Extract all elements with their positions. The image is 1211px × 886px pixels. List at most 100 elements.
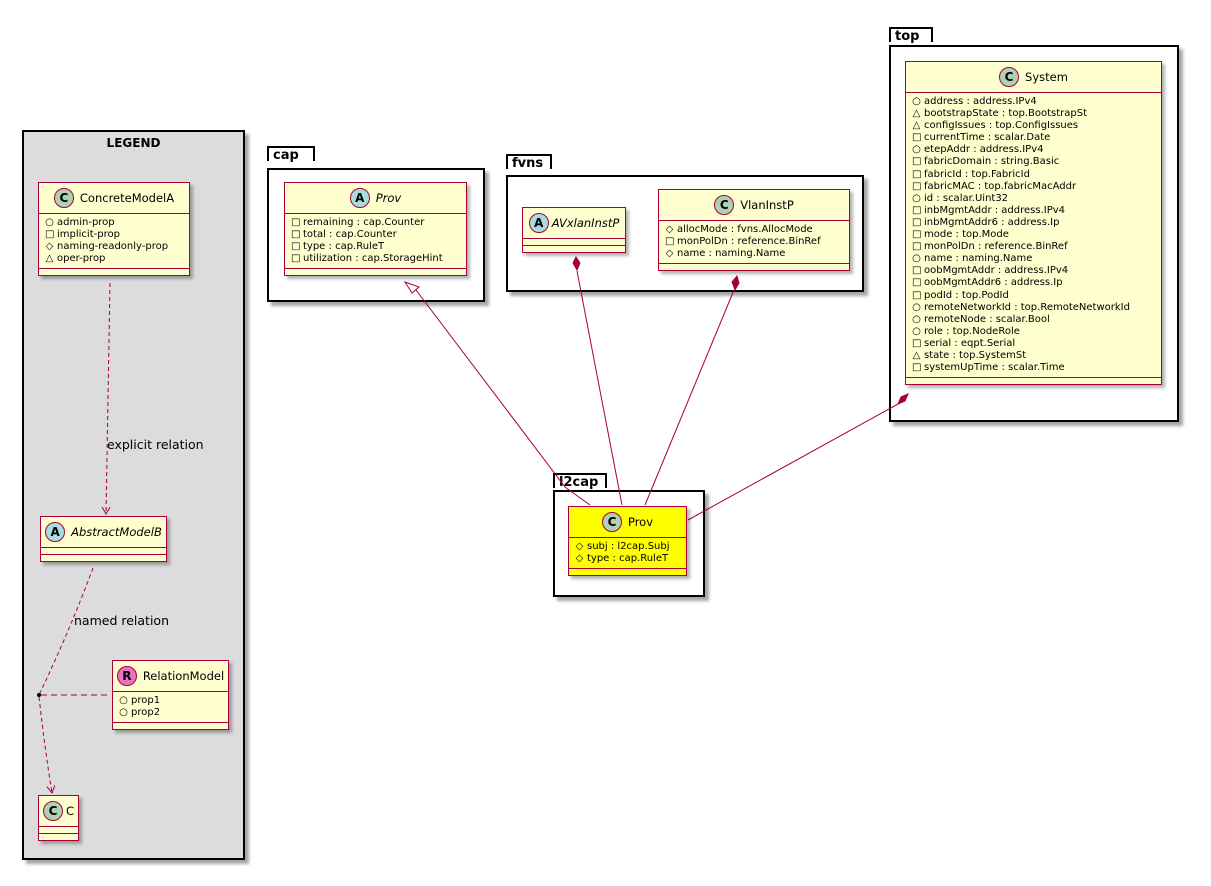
class-attribute: □podId : top.PodId: [912, 290, 1157, 302]
class-methods: [569, 569, 686, 575]
private-icon: □: [912, 216, 922, 228]
protected-icon: ◇: [665, 224, 674, 235]
class-top-system[interactable]: C System ○address : address.IPv4△bootstr…: [905, 61, 1162, 386]
attribute-text: naming-readonly-prop: [57, 241, 169, 253]
class-attributes: [41, 548, 166, 555]
attribute-text: allocMode : fvns.AllocMode: [677, 224, 813, 235]
class-badge-icon: C: [714, 195, 735, 215]
class-header: C C: [39, 796, 78, 827]
relation-label-named: named relation: [74, 613, 169, 628]
class-abstract-model-b[interactable]: A AbstractModelB: [40, 516, 167, 562]
class-attribute: △bootstrapState : top.BootstrapSt: [912, 108, 1157, 120]
class-attribute: □type : cap.RuleT: [291, 241, 462, 253]
class-attribute: □oobMgmtAddr : address.IPv4: [912, 265, 1157, 277]
public-icon: ○: [119, 707, 128, 719]
class-avxlan-inst-p[interactable]: A AVxlanInstP: [522, 207, 626, 253]
class-attribute: ◇naming-readonly-prop: [45, 241, 185, 253]
class-methods: [285, 269, 466, 275]
edge-composition-avxlan: [576, 270, 623, 506]
attribute-text: utilization : cap.StorageHint: [303, 253, 443, 265]
class-name: RelationModel: [142, 669, 225, 683]
attribute-text: remoteNetworkId : top.RemoteNetworkId: [924, 301, 1130, 313]
class-attribute: ◇name : naming.Name: [665, 248, 845, 260]
class-cap-prov[interactable]: A Prov □remaining : cap.Counter□total : …: [284, 182, 467, 277]
protected-icon: ◇: [665, 248, 674, 260]
class-attribute: ◇allocMode : fvns.AllocMode: [665, 224, 845, 236]
attribute-text: currentTime : scalar.Date: [924, 132, 1051, 144]
attribute-text: monPolDn : reference.BinRef: [924, 241, 1068, 253]
public-icon: ○: [912, 253, 921, 265]
class-badge-icon: R: [116, 666, 137, 686]
attribute-text: remaining : cap.Counter: [303, 217, 425, 228]
class-attribute: □mode : top.Mode: [912, 229, 1157, 241]
class-concrete-model-a[interactable]: C ConcreteModelA ○admin-prop□implicit-pr…: [38, 182, 190, 277]
class-header: C ConcreteModelA: [39, 183, 189, 214]
class-methods: [39, 834, 78, 840]
attribute-text: fabricMAC : top.fabricMacAddr: [924, 180, 1077, 192]
attribute-text: type : cap.RuleT: [587, 553, 669, 565]
attribute-text: prop2: [131, 707, 161, 719]
class-attribute: △configIssues : top.ConfigIssues: [912, 120, 1157, 132]
private-icon: □: [665, 236, 675, 248]
class-attribute: □fabricMAC : top.fabricMacAddr: [912, 181, 1157, 193]
class-header: A Prov: [285, 183, 466, 214]
class-badge-icon: C: [42, 801, 63, 821]
private-icon: □: [291, 217, 301, 228]
private-icon: □: [912, 289, 922, 301]
attribute-text: systemUpTime : scalar.Time: [924, 362, 1065, 374]
edge-composition-vlan: [644, 289, 735, 506]
attribute-text: fabricDomain : string.Basic: [924, 156, 1060, 168]
class-attribute: ◇subj : l2cap.Subj: [575, 541, 682, 553]
class-methods: [906, 378, 1161, 384]
class-name: Prov: [375, 191, 402, 205]
attribute-text: state : top.SystemSt: [924, 349, 1027, 361]
attribute-text: etepAddr : address.IPv4: [924, 144, 1044, 156]
class-relation-model[interactable]: R RelationModel ○prop1○prop2: [112, 660, 229, 731]
private-icon: □: [912, 180, 922, 192]
package-tab: cap: [267, 146, 315, 163]
class-methods: [39, 269, 189, 275]
attribute-text: total : cap.Counter: [303, 229, 397, 241]
class-badge-icon: C: [999, 67, 1020, 87]
class-header: C System: [906, 62, 1161, 93]
class-l2cap-prov[interactable]: C Prov ◇subj : l2cap.Subj◇type : cap.Rul…: [568, 506, 687, 577]
attribute-text: monPolDn : reference.BinRef: [677, 236, 821, 248]
package-icon: △: [912, 108, 921, 120]
legend-title: LEGEND: [106, 136, 161, 150]
class-attribute: ○id : scalar.Uint32: [912, 193, 1157, 205]
attribute-text: mode : top.Mode: [924, 229, 1009, 241]
class-attribute: ○prop2: [119, 707, 224, 719]
class-attribute: □serial : eqpt.Serial: [912, 338, 1157, 350]
private-icon: □: [912, 337, 922, 349]
class-methods: [523, 246, 625, 252]
private-icon: □: [912, 362, 922, 374]
class-badge-icon: A: [45, 522, 66, 542]
public-icon: ○: [912, 301, 921, 313]
attribute-text: bootstrapState : top.BootstrapSt: [924, 108, 1087, 120]
class-badge-icon: C: [53, 188, 74, 208]
class-attribute: ○etepAddr : address.IPv4: [912, 144, 1157, 156]
attribute-text: name : naming.Name: [924, 253, 1033, 265]
attribute-text: fabricId : top.FabricId: [924, 168, 1030, 180]
protected-icon: ◇: [45, 241, 54, 253]
class-attribute: □inbMgmtAddr : address.IPv4: [912, 205, 1157, 217]
class-attribute: □remaining : cap.Counter: [291, 217, 462, 229]
class-attribute: □monPolDn : reference.BinRef: [665, 236, 845, 248]
attribute-text: oobMgmtAddr6 : address.Ip: [924, 277, 1063, 289]
public-icon: ○: [912, 192, 921, 204]
class-attributes: ◇allocMode : fvns.AllocMode□monPolDn : r…: [659, 221, 849, 265]
class-attribute: □implicit-prop: [45, 229, 185, 241]
class-c[interactable]: C C: [38, 795, 79, 841]
class-header: R RelationModel: [113, 661, 228, 692]
attribute-text: configIssues : top.ConfigIssues: [924, 120, 1079, 132]
class-badge-icon: C: [601, 512, 622, 532]
class-attributes: ◇subj : l2cap.Subj◇type : cap.RuleT: [569, 538, 686, 570]
class-attribute: □fabricDomain : string.Basic: [912, 156, 1157, 168]
private-icon: □: [912, 277, 922, 289]
class-attribute: □fabricId : top.FabricId: [912, 169, 1157, 181]
attribute-text: inbMgmtAddr : address.IPv4: [924, 204, 1066, 216]
private-icon: □: [912, 168, 922, 180]
class-attribute: □systemUpTime : scalar.Time: [912, 362, 1157, 374]
class-vlan-inst-p[interactable]: C VlanInstP ◇allocMode : fvns.AllocMode□…: [658, 189, 850, 272]
private-icon: □: [912, 204, 922, 216]
